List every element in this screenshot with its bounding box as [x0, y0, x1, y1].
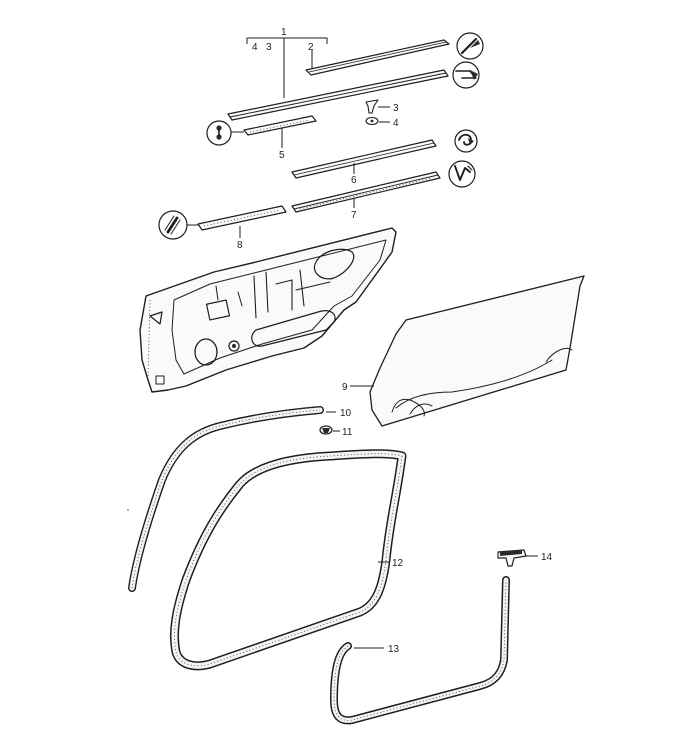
callout-11: 11 — [342, 427, 353, 438]
callout-10: 10 — [340, 408, 352, 419]
seal-hook-detail-icon — [454, 129, 478, 153]
speck — [127, 509, 129, 511]
part-1-window-strip — [227, 69, 449, 121]
callout-8: 8 — [237, 240, 243, 251]
part-6-seal: 6 — [291, 139, 437, 186]
part-2-molding — [305, 39, 450, 76]
callout-9: 9 — [342, 382, 348, 393]
callout-7: 7 — [351, 210, 357, 221]
strip-end-detail-icon — [158, 210, 198, 240]
part-10-curved-seal: 10 — [128, 406, 352, 592]
part-4-nut: 4 — [365, 116, 399, 129]
callout-4-top: 4 — [252, 42, 258, 53]
door-inner-panel — [139, 227, 397, 393]
callout-3: 3 — [393, 103, 399, 114]
part-8-strip: 8 — [197, 205, 287, 251]
part-3-clip: 3 — [365, 99, 399, 114]
seal-profile-detail-icon — [448, 160, 476, 188]
part-7-seal: 7 — [291, 171, 441, 221]
part-11-clip: 11 — [319, 425, 353, 438]
screw-detail-icon — [206, 120, 244, 146]
callout-1: 1 — [281, 27, 287, 38]
callout-13: 13 — [388, 644, 400, 655]
callout-2: 2 — [308, 42, 314, 53]
callout-6: 6 — [351, 175, 357, 186]
part-5-strip: 5 — [243, 115, 317, 161]
part-12-frame-seal: 12 — [169, 449, 407, 671]
molding-end-detail-icon — [456, 32, 484, 60]
part-9-door-trim: 9 — [342, 275, 585, 427]
callout-3-top: 3 — [266, 42, 272, 53]
part-13-sill-seal: 13 — [330, 576, 510, 725]
callout-14: 14 — [541, 552, 553, 563]
callout-1-group: 1 4 3 2 — [246, 27, 328, 98]
callout-5: 5 — [279, 150, 285, 161]
callout-12: 12 — [392, 558, 404, 569]
callout-4: 4 — [393, 118, 399, 129]
part-14-fastener: 14 — [497, 549, 553, 567]
molding-clip-detail-icon — [452, 61, 480, 89]
